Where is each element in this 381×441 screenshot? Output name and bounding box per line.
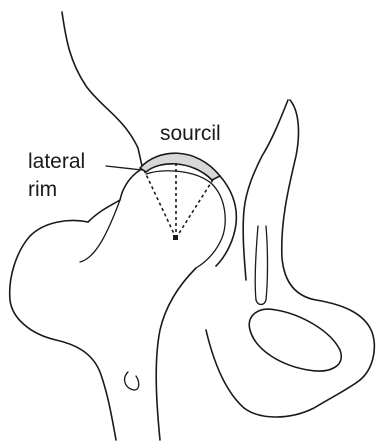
teardrop-left xyxy=(255,226,258,300)
head-centre-point xyxy=(173,235,178,240)
lateral-rim-leader xyxy=(106,166,142,170)
teardrop-bottom xyxy=(256,300,266,305)
femoral-neck-upper xyxy=(80,200,120,262)
radius-line-medial xyxy=(176,178,214,238)
femoral-head-curve xyxy=(146,171,225,268)
pubic-ramus-lower xyxy=(206,330,360,417)
ilium-outline xyxy=(62,12,142,166)
femoral-shaft-medial xyxy=(156,268,196,440)
sourcil-label: sourcil xyxy=(160,122,221,145)
greater-trochanter-outline xyxy=(10,221,116,440)
teardrop-right xyxy=(266,226,268,300)
lateral-rim-label-line2: rim xyxy=(28,178,57,201)
sourcil-band xyxy=(140,153,220,180)
radius-line-lateral xyxy=(144,170,176,238)
lateral-rim-label-line1: lateral xyxy=(28,150,85,173)
pelvis-outer-right-2 xyxy=(282,100,375,380)
lesser-trochanter xyxy=(125,372,139,390)
acetabulum-medial-wall xyxy=(216,176,236,266)
obturator-foramen xyxy=(249,309,341,371)
